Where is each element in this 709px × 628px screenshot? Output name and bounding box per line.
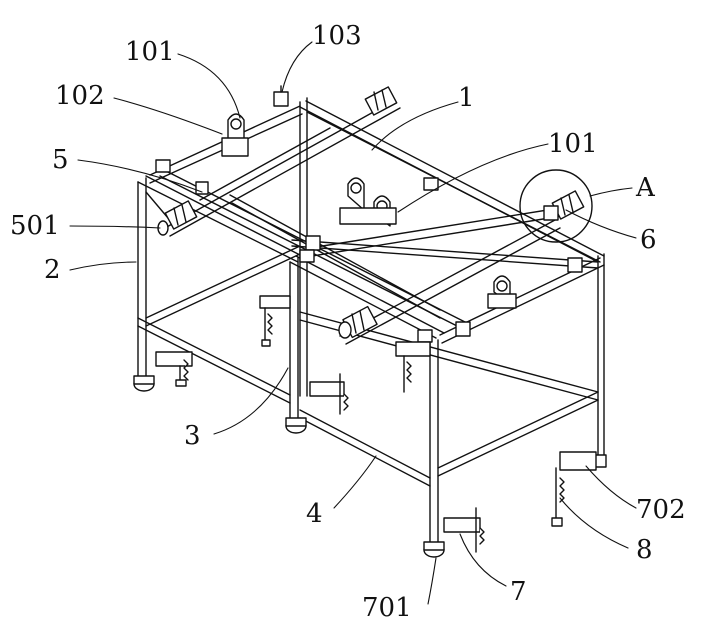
label-2: 2 xyxy=(44,255,61,285)
label-701: 701 xyxy=(362,593,412,623)
label-101-top: 101 xyxy=(125,37,175,67)
label-1: 1 xyxy=(458,83,475,113)
label-5: 5 xyxy=(52,145,69,175)
leader-7 xyxy=(459,533,507,587)
rotating-tube-lower xyxy=(229,194,441,319)
label-7: 7 xyxy=(510,577,527,607)
pipe-clamp-103 xyxy=(273,85,289,107)
motor-end-lower xyxy=(338,305,378,339)
lower-side-bar-left xyxy=(145,245,301,327)
leader-lines xyxy=(69,41,637,605)
label-3: 3 xyxy=(184,421,201,451)
lower-side-bar-right xyxy=(437,391,599,477)
rotating-tube-front xyxy=(164,99,401,237)
leader-A xyxy=(589,187,633,197)
clamp-device-left xyxy=(155,351,193,387)
leader-102 xyxy=(113,97,223,135)
detail-circle-a xyxy=(519,169,593,243)
leader-101a xyxy=(177,53,241,119)
middle-crossbar xyxy=(291,111,601,269)
label-a: A xyxy=(635,173,656,203)
rotating-tube-middle xyxy=(199,127,563,257)
rear-upright-right xyxy=(597,253,605,459)
leader-501 xyxy=(69,225,161,229)
leader-2 xyxy=(69,261,137,271)
label-501: 501 xyxy=(10,211,60,241)
leader-1 xyxy=(371,101,459,151)
motor-end-top xyxy=(364,86,398,116)
pulley-bracket-101a xyxy=(221,113,249,157)
label-102: 102 xyxy=(55,81,105,111)
label-101-right: 101 xyxy=(548,129,598,159)
leader-101b xyxy=(397,143,549,213)
pulley-bracket-right xyxy=(487,275,517,309)
clamp-device-702 xyxy=(551,451,597,527)
label-702: 702 xyxy=(636,495,686,525)
leader-103 xyxy=(281,41,313,93)
pulley-bracket-101b xyxy=(339,177,397,227)
clamp-device-center xyxy=(309,373,349,415)
leader-5 xyxy=(77,159,203,193)
front-frame-right xyxy=(289,255,445,549)
leader-701 xyxy=(427,557,437,605)
leader-3 xyxy=(213,367,289,435)
front-frame-left xyxy=(137,175,301,429)
rear-crossbar-top xyxy=(299,100,605,263)
label-103: 103 xyxy=(312,21,362,51)
label-4: 4 xyxy=(306,499,323,529)
caster-wheel-left xyxy=(133,375,155,392)
motor-end-501 xyxy=(157,200,198,236)
label-6: 6 xyxy=(640,225,657,255)
pipe-clamp-middle xyxy=(299,177,439,263)
leader-4 xyxy=(333,455,377,509)
clamp-device-7 xyxy=(443,507,485,553)
leader-8 xyxy=(559,497,629,549)
rotating-tube-rear xyxy=(339,219,561,345)
clamp-device-lower-right xyxy=(395,341,431,393)
label-8: 8 xyxy=(636,535,653,565)
pipe-clamp-lower xyxy=(417,329,433,343)
caster-wheel-middle xyxy=(285,417,307,434)
caster-wheel-701 xyxy=(423,541,445,558)
leader-702 xyxy=(585,465,637,509)
leader-6 xyxy=(565,209,637,239)
clamp-device-upper-left xyxy=(259,295,291,347)
pipe-clamp-right xyxy=(455,205,583,337)
